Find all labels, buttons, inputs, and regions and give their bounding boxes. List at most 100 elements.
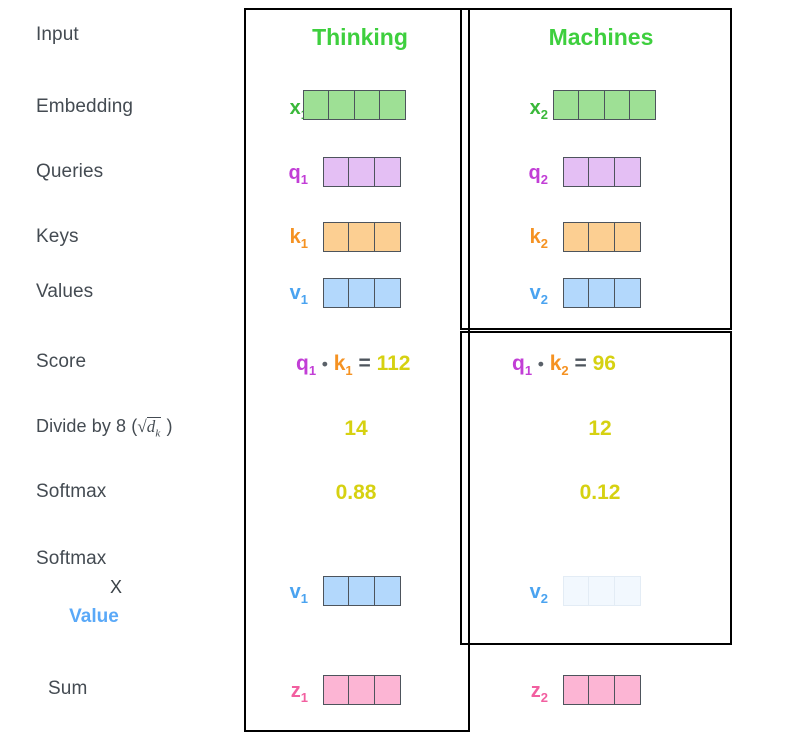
vector-cell [323,278,350,308]
vector-cell [303,90,330,120]
vector-cell [563,576,590,606]
vector-boxes-v2 [563,278,641,308]
vector-boxes-v2-weighted [563,576,641,606]
score-k-symbol: k1 [334,352,353,379]
vector-cell [563,157,590,187]
symbol-subscript: 1 [300,236,308,251]
row-label-score: Score [36,351,87,372]
radicand-subscript-k: k [155,427,161,440]
row-label-multiply-symbol: X [109,577,122,597]
symbol-letter: q [528,162,541,184]
dot-product-operator: • [321,354,328,374]
outline-seam-patch-mid [462,333,468,643]
dot-product-operator: • [537,354,544,374]
symbol-letter: k [289,226,301,248]
column-header-machines: Machines [548,24,654,50]
vector-boxes-z2 [563,675,641,705]
symbol-letter: q [288,162,301,184]
vector-symbol-q1: q1 [268,162,308,187]
vector-cell [328,90,356,120]
vector-cell [613,222,641,252]
row-label-queries: Queries [36,161,104,182]
vector-cell [603,90,631,120]
vector-cell [373,222,401,252]
row-label-keys: Keys [36,226,79,247]
vector-cell [373,157,401,187]
vector-symbol-v1-weighted: v1 [268,581,308,606]
symbol-subscript: 1 [300,591,308,606]
vector-cell [348,157,376,187]
radicand: dk [146,417,162,440]
symbol-letter: k [529,226,541,248]
symbol-subscript: 2 [540,107,548,122]
column-header-thinking: Thinking [312,24,408,50]
symbol-letter: x [289,97,301,119]
radicand-d: d [146,417,156,436]
equals-sign: = [574,352,587,375]
symbol-letter: z [290,680,301,702]
score-k-symbol: k2 [549,352,569,379]
symbol-subscript: 1 [524,363,533,379]
row-label-divide-by-8: Divide by 8 (√dk ) [36,416,173,440]
divide-suffix-text: ) [166,416,173,436]
vector-boxes-q2 [563,157,641,187]
symbol-subscript: 2 [540,591,548,606]
vector-cell [323,157,350,187]
vector-cell [373,576,401,606]
machines-column-outline [460,8,732,330]
score-q-symbol: q1 [296,352,317,379]
divide-value-right: 12 [588,417,612,440]
vector-cell [563,278,590,308]
row-label-softmax: Softmax [36,481,107,502]
divide-prefix-text: Divide by 8 ( [36,416,138,436]
vector-boxes-x1 [303,90,407,120]
vector-boxes-k1 [323,222,401,252]
symbol-subscript: 2 [561,363,569,379]
vector-cell [323,576,350,606]
symbol-letter: k [549,352,562,375]
vector-cell [613,675,641,705]
outline-seam-patch-top [462,10,468,328]
vector-symbol-k1: k1 [268,226,308,251]
score-value-left: 112 [376,352,411,375]
symbol-subscript: 1 [300,292,308,307]
symbol-letter: x [529,97,541,119]
vector-symbol-q2: q2 [508,162,548,187]
vector-cell [613,157,641,187]
vector-cell [348,675,376,705]
vector-cell [348,278,376,308]
vector-cell [588,576,616,606]
vector-symbol-z2: z2 [508,680,548,705]
symbol-subscript: 1 [308,363,317,379]
vector-cell [348,222,376,252]
symbol-subscript: 1 [300,172,308,187]
sqrt-dk-notation: √dk [137,417,162,440]
row-label-embedding: Embedding [36,96,134,117]
score-value-right: 96 [592,352,616,375]
symbol-subscript: 2 [540,690,548,705]
symbol-subscript: 2 [540,236,548,251]
vector-symbol-x2: x2 [508,97,548,122]
vector-cell [373,675,401,705]
symbol-subscript: 1 [345,363,353,379]
vector-symbol-x1: x1 [268,97,308,122]
vector-cell [563,675,590,705]
score-q-symbol: q1 [512,352,533,379]
divide-value-left: 14 [344,417,368,440]
vector-cell [578,90,606,120]
row-label-input: Input [36,24,79,45]
symbol-letter: z [530,680,541,702]
symbol-subscript: 2 [540,292,548,307]
symbol-letter: v [529,581,541,603]
symbol-letter: v [289,581,301,603]
row-label-values: Values [36,281,94,302]
vector-cell [323,675,350,705]
vector-symbol-v1: v1 [268,282,308,307]
vector-symbol-v2-weighted: v2 [508,581,548,606]
symbol-letter: v [289,282,301,304]
vector-cell [553,90,580,120]
vector-cell [613,576,641,606]
vector-boxes-z1 [323,675,401,705]
score-formula-left: q1 • k1 = 112 [296,352,410,378]
